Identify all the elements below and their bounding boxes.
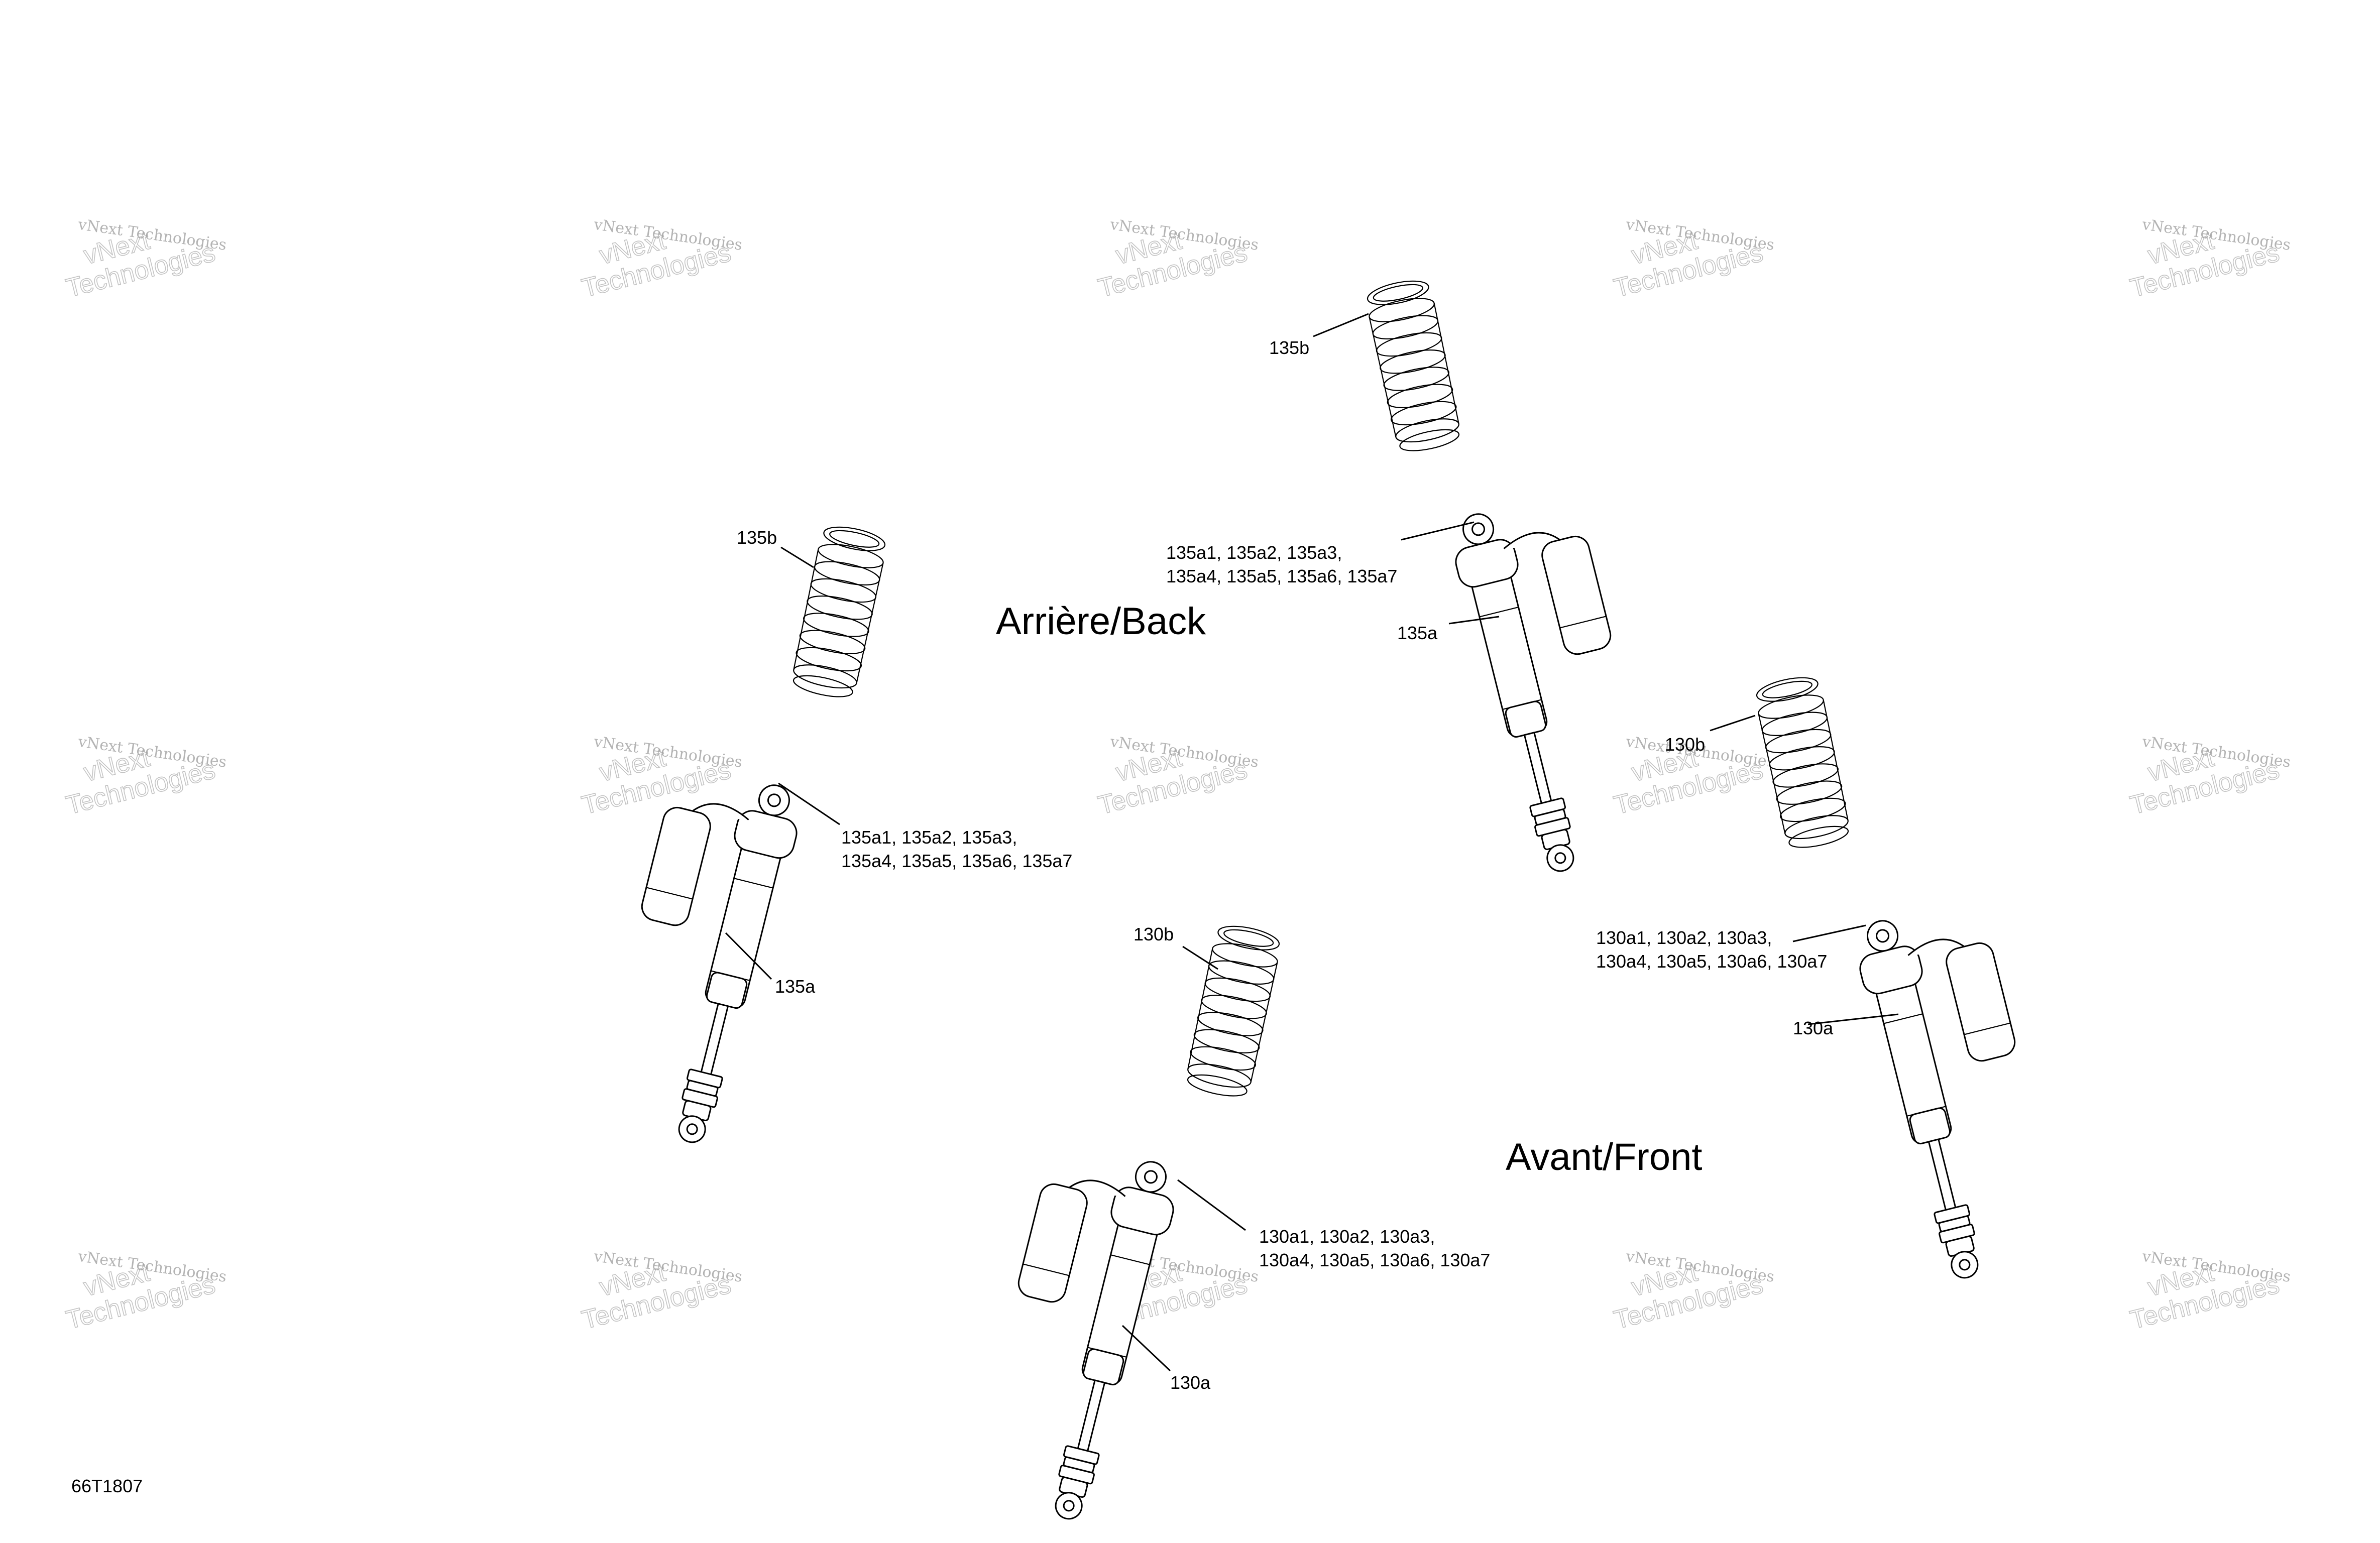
leader-line xyxy=(1121,1325,1171,1372)
watermark-layer: vNext Technologies vNext Technologies vN… xyxy=(63,216,2292,1336)
spring-rear-left xyxy=(786,521,891,703)
leader-line xyxy=(1177,1179,1246,1231)
shock-rear-left xyxy=(588,760,808,1150)
leader-line xyxy=(1807,1013,1899,1025)
callout-spring-rear-top: 135b xyxy=(1269,337,1309,358)
callout-spring-rear-left: 135b xyxy=(737,527,777,548)
leader-line xyxy=(1710,715,1756,732)
leader-line xyxy=(1313,313,1369,337)
shock-rear-right xyxy=(1444,489,1664,879)
callout-shock-rear-variants-line2: 135a4, 135a5, 135a6, 135a7 xyxy=(1166,566,1397,586)
shock-front-left xyxy=(965,1136,1185,1527)
leader-line xyxy=(780,546,814,568)
spring-rear-top xyxy=(1361,275,1466,457)
section-label-front: Avant/Front xyxy=(1506,1136,1702,1178)
callout-shock-front-right: 130a xyxy=(1793,1018,1834,1038)
leader-line xyxy=(1182,945,1218,970)
spring-front-center xyxy=(1180,920,1286,1102)
callout-shock-rear-left-variants-line1: 135a1, 135a2, 135a3, xyxy=(841,827,1017,848)
section-label-rear: Arrière/Back xyxy=(996,600,1206,643)
shock-front-right xyxy=(1849,895,2069,1286)
callout-spring-front-center: 130b xyxy=(1134,924,1174,944)
callout-shock-rear-right: 135a xyxy=(1397,623,1438,643)
callout-shock-rear-left-variants-line2: 135a4, 135a5, 135a6, 135a7 xyxy=(841,851,1072,871)
leader-line xyxy=(1401,521,1475,541)
leader-lines xyxy=(725,313,1899,1372)
callout-shock-front-left-variants-line1: 130a1, 130a2, 130a3, xyxy=(1259,1226,1435,1247)
callout-shock-front-variants-line2: 130a4, 130a5, 130a6, 130a7 xyxy=(1596,951,1827,972)
leader-line xyxy=(725,932,772,980)
figure-code: 66T1807 xyxy=(71,1476,143,1496)
leader-line xyxy=(1792,924,1866,942)
callout-shock-front-variants-line1: 130a1, 130a2, 130a3, xyxy=(1596,927,1772,948)
leader-line xyxy=(778,782,840,825)
leader-line xyxy=(1448,616,1500,625)
callout-spring-front-right: 130b xyxy=(1665,734,1705,755)
callout-shock-front-left: 130a xyxy=(1170,1372,1211,1393)
callout-shock-rear-variants-line1: 135a1, 135a2, 135a3, xyxy=(1166,542,1342,563)
callout-shock-front-left-variants-line2: 130a4, 130a5, 130a6, 130a7 xyxy=(1259,1250,1490,1270)
callout-shock-rear-left: 135a xyxy=(775,976,816,997)
